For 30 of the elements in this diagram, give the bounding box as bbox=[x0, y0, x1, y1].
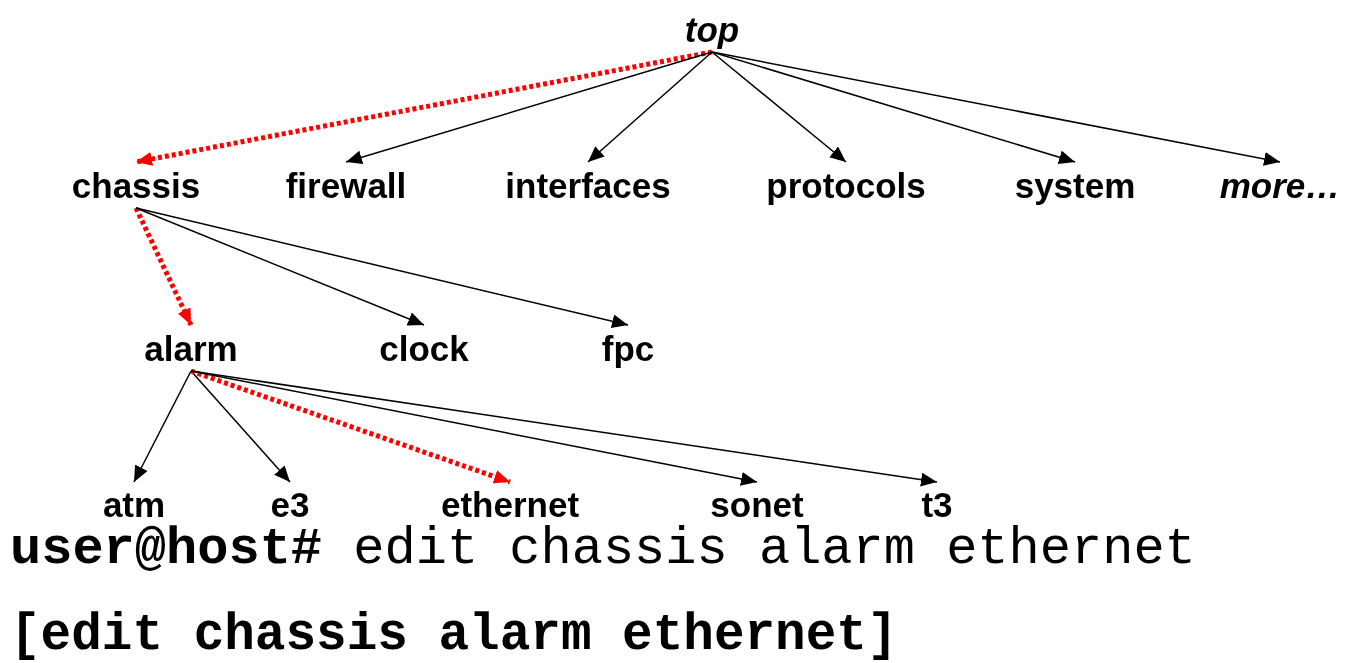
arrow bbox=[711, 51, 1076, 165]
root-label: top bbox=[684, 11, 740, 47]
hierarchy-label: t3 bbox=[921, 486, 953, 522]
hierarchy-label: interfaces bbox=[505, 167, 671, 203]
hierarchy-label: system bbox=[1014, 167, 1136, 203]
edit-prompt: [edit chassis alarm ethernet] bbox=[10, 610, 898, 661]
hierarchy-label: clock bbox=[379, 330, 469, 366]
hierarchy-label: alarm bbox=[144, 330, 238, 366]
arrow bbox=[190, 368, 511, 485]
hierarchy-label: ethernet bbox=[440, 486, 580, 522]
arrow bbox=[133, 370, 192, 483]
arrow bbox=[135, 207, 425, 326]
hierarchy-label: sonet bbox=[710, 486, 804, 522]
hierarchy-label: atm bbox=[102, 486, 166, 522]
hierarchy-label: more… bbox=[1219, 167, 1341, 203]
command-line: user@host# edit chassis alarm ethernet bbox=[10, 524, 1196, 576]
arrow bbox=[711, 51, 847, 163]
arrow bbox=[345, 51, 713, 165]
arrow bbox=[587, 51, 713, 163]
arrow bbox=[135, 49, 713, 166]
hierarchy-label: protocols bbox=[766, 167, 926, 203]
arrow bbox=[190, 370, 291, 483]
hierarchy-label: e3 bbox=[270, 486, 310, 522]
arrow bbox=[133, 206, 194, 327]
hierarchy-label: fpc bbox=[601, 330, 655, 366]
hierarchy-label: firewall bbox=[285, 167, 407, 203]
hierarchy-label: chassis bbox=[71, 167, 201, 203]
arrow bbox=[190, 370, 938, 487]
arrow bbox=[711, 51, 1281, 166]
arrow bbox=[135, 207, 629, 329]
